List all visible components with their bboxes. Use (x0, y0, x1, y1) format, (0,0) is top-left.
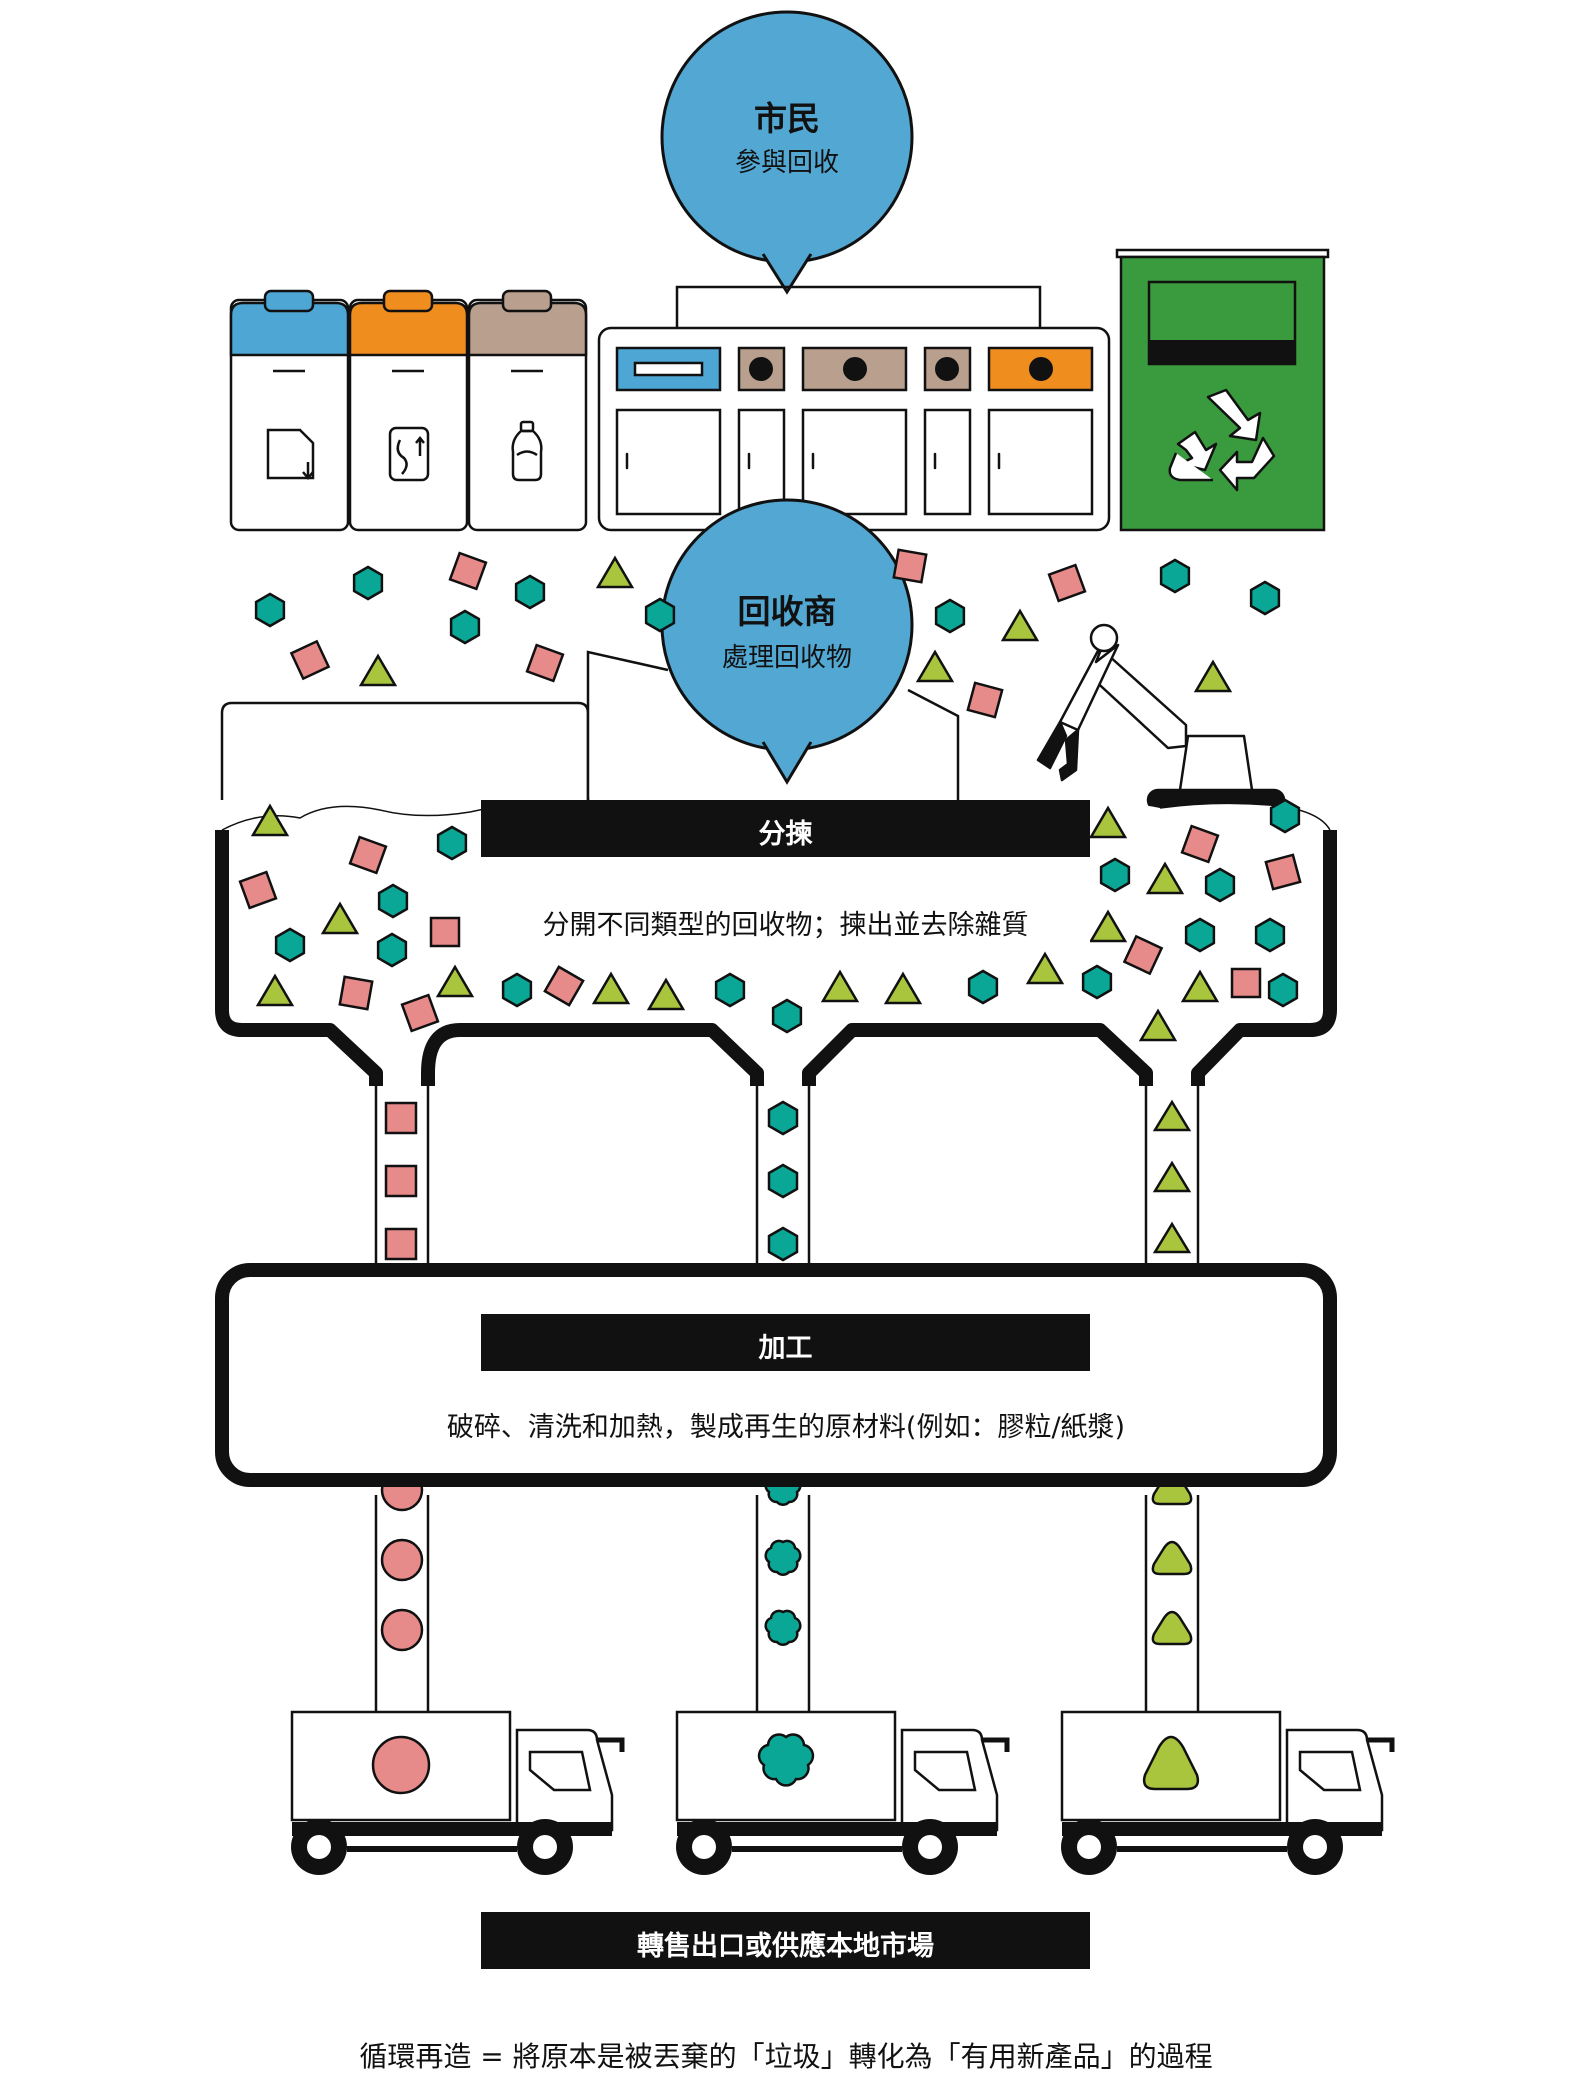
recyclable-square (348, 835, 388, 875)
recycle-icon (1168, 388, 1276, 492)
scattered-recyclables (238, 548, 1302, 1042)
recyclable-triangle (358, 653, 398, 687)
recyclable-triangle (1025, 951, 1065, 985)
citizen-subtitle: 參與回收 (734, 148, 839, 178)
recyclable-hexagon (1099, 857, 1131, 893)
recyclable-hexagon (501, 972, 533, 1008)
recyclable-hexagon (714, 972, 746, 1008)
truck-icon (675, 1710, 1010, 1875)
recyclable-hexagon (436, 825, 468, 861)
processing-label: 加工 (758, 1333, 813, 1364)
recyclable-hexagon (1249, 580, 1281, 616)
recyclable-triangle (646, 977, 686, 1011)
recyclable-triangle (820, 969, 860, 1003)
truck-icon (1060, 1710, 1395, 1875)
recyclable-triangle (255, 973, 295, 1007)
recyclable-triangle (435, 964, 475, 998)
three-colour-bins (229, 289, 588, 532)
recyclable-square (238, 870, 278, 910)
recyclable-hexagon (274, 927, 306, 963)
recyclable-hexagon (1081, 964, 1113, 1000)
market-label: 轉售出口或供應本地市場 (637, 1931, 934, 1962)
hopper-outline (215, 830, 1337, 1086)
sorting-label-bar (481, 800, 1090, 857)
recyclable-hexagon (254, 592, 286, 628)
recyclable-triangle (320, 901, 360, 935)
recyclable-square (1047, 563, 1087, 603)
metal-can-icon (388, 426, 430, 482)
recyclable-triangle (595, 555, 635, 589)
footer-caption: 循環再造 = 將原本是被丟棄的「垃圾」轉化為「有用新產品」的過程 (359, 2040, 1213, 2073)
recyclable-hexagon (934, 598, 966, 634)
recyclable-hexagon (1159, 558, 1191, 594)
paper-icon (266, 428, 315, 480)
recyclable-hexagon (1269, 798, 1301, 834)
sorting-label: 分揀 (758, 819, 813, 850)
recyclable-hexagon (1204, 867, 1236, 903)
recyclable-hexagon (1184, 917, 1216, 953)
recyclable-triangle (1138, 1008, 1178, 1042)
recyclable-triangle (915, 649, 955, 683)
recyclable-square (429, 916, 461, 948)
recyclable-square (525, 643, 565, 683)
plastic-bottle-icon (511, 420, 543, 482)
chutes (374, 1086, 1200, 1712)
recyclable-triangle (250, 803, 290, 837)
recyclable-square (448, 551, 488, 591)
sorting-description: 分開不同類型的回收物；揀出並去除雜質 (481, 899, 1090, 946)
recyclable-triangle (1088, 805, 1128, 839)
recyclable-hexagon (514, 574, 546, 610)
recyclable-square (289, 639, 331, 681)
recyclable-square (1230, 967, 1262, 999)
recyclable-square (892, 548, 928, 584)
metal-bin (348, 289, 469, 532)
recyclable-triangle (1000, 608, 1040, 642)
recyclable-hexagon (1254, 917, 1286, 953)
recycling-station (597, 326, 1111, 532)
recyclable-hexagon (376, 932, 408, 968)
recyclable-triangle (591, 971, 631, 1005)
recyclable-square (1264, 853, 1302, 891)
recyclable-hexagon (967, 969, 999, 1005)
recyclable-hexagon (771, 998, 803, 1034)
market-label-bar (481, 1912, 1090, 1969)
recyclable-square (400, 993, 440, 1033)
recyclable-square (1180, 824, 1220, 864)
recyclable-hexagon (449, 609, 481, 645)
recyclable-triangle (1145, 861, 1185, 895)
paper-bin (229, 289, 350, 532)
trucks (290, 1710, 1395, 1875)
recycler-building (220, 650, 960, 800)
citizen-connector (675, 285, 1042, 328)
citizen-bubble (660, 10, 914, 295)
recyclable-hexagon (377, 883, 409, 919)
recyclable-hexagon (352, 565, 384, 601)
recyclable-hexagon (644, 597, 676, 633)
recyclable-square (543, 965, 585, 1007)
recycler-subtitle: 處理回收物 (721, 643, 852, 673)
robotic-arm-icon (1036, 623, 1286, 812)
processing-box (215, 1263, 1337, 1487)
recyclable-square (338, 975, 374, 1011)
plastic-bin (467, 289, 588, 532)
recyclable-triangle (1088, 909, 1128, 943)
recycler-bubble (660, 498, 914, 785)
recyclable-triangle (1193, 659, 1233, 693)
processing-label-bar (481, 1314, 1090, 1371)
green-recycling-bin (1115, 248, 1330, 532)
recyclable-square (1122, 934, 1164, 976)
truck-icon (290, 1710, 625, 1875)
recyclable-square (966, 681, 1004, 719)
processing-description: 破碎、清洗和加熱，製成再生的原材料(例如：膠粒/紙漿) (446, 1412, 1126, 1443)
citizen-title: 市民 (754, 99, 820, 138)
chute-items (380, 1099, 1193, 1652)
recyclable-triangle (883, 971, 923, 1005)
recyclable-hexagon (1267, 972, 1299, 1008)
recyclable-triangle (1180, 969, 1220, 1003)
recycler-title: 回收商 (737, 592, 837, 631)
